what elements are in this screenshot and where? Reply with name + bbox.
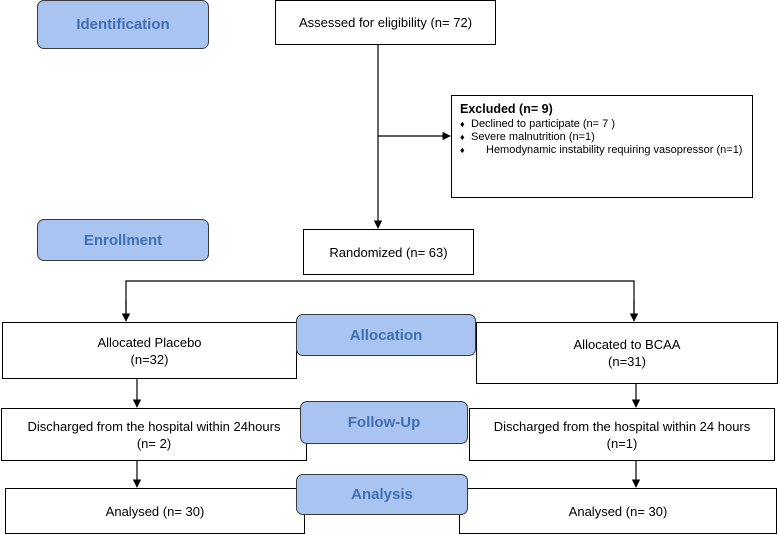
stage-enrollment: Enrollment xyxy=(37,219,209,261)
randomized-box: Randomized (n= 63) xyxy=(303,229,474,275)
stage-identification: Identification xyxy=(37,0,209,49)
excluded-item: ♦Declined to participate (n= 7 ) xyxy=(460,118,615,130)
placebo-followup-count: (n= 2) xyxy=(136,435,172,451)
bcaa-followup-box: Discharged from the hospital within 24 h… xyxy=(469,408,775,461)
bcaa-followup-label: Discharged from the hospital within 24 h… xyxy=(493,418,751,434)
assessed-text: Assessed for eligibility (n= 72) xyxy=(298,15,473,30)
excluded-title: Excluded (n= 9) xyxy=(460,102,553,116)
placebo-allocation-count: (n=32) xyxy=(130,351,169,367)
bcaa-analysis-box: Analysed (n= 30) xyxy=(459,488,777,534)
stage-allocation: Allocation xyxy=(296,314,476,356)
bcaa-followup-count: (n=1) xyxy=(606,435,638,451)
placebo-analysis-box: Analysed (n= 30) xyxy=(5,488,305,534)
bcaa-allocation-count: (n=31) xyxy=(608,354,646,369)
bcaa-analysis-text: Analysed (n= 30) xyxy=(568,503,668,519)
bcaa-allocation-box: Allocated to BCAA (n=31) xyxy=(476,322,778,384)
placebo-allocation-box: Allocated Placebo (n=32) xyxy=(2,322,297,379)
stage-analysis: Analysis xyxy=(296,474,468,515)
diamond-bullet-icon: ♦ xyxy=(460,132,465,142)
placebo-followup-label: Discharged from the hospital within 24ho… xyxy=(27,418,281,434)
excluded-list: ♦Declined to participate (n= 7 ) ♦Severe… xyxy=(460,118,744,157)
stage-follow-up: Follow-Up xyxy=(300,401,468,444)
excluded-item: ♦Severe malnutrition (n=1) xyxy=(460,131,595,143)
placebo-allocation-label: Allocated Placebo xyxy=(97,334,202,350)
randomized-text: Randomized (n= 63) xyxy=(329,244,448,260)
placebo-analysis-text: Analysed (n= 30) xyxy=(105,503,205,519)
excluded-item: ♦Hemodynamic instability requiring vasop… xyxy=(460,144,743,156)
assessed-box: Assessed for eligibility (n= 72) xyxy=(275,0,496,45)
bcaa-allocation-label: Allocated to BCAA xyxy=(573,337,681,352)
excluded-box: Excluded (n= 9) ♦Declined to participate… xyxy=(451,95,753,198)
placebo-followup-box: Discharged from the hospital within 24ho… xyxy=(1,408,307,461)
diamond-bullet-icon: ♦ xyxy=(460,145,465,155)
diamond-bullet-icon: ♦ xyxy=(460,119,465,129)
